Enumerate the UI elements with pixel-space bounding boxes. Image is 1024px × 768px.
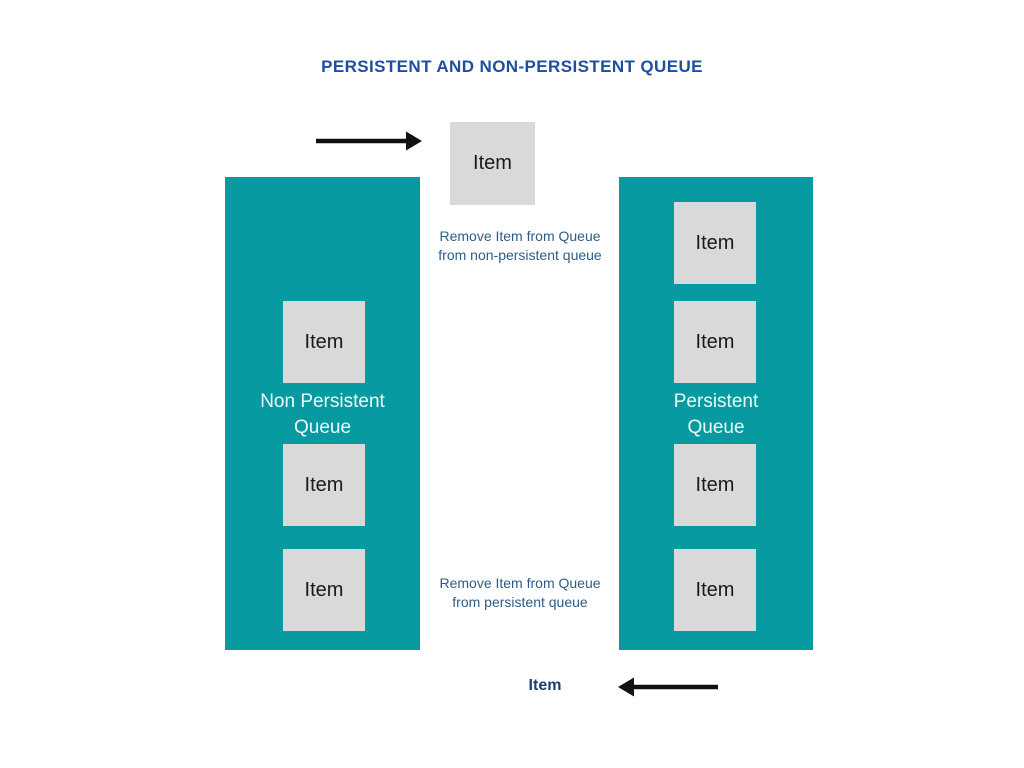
arrow-left-icon — [618, 674, 718, 705]
queue-item: Item — [674, 301, 756, 383]
queue-label-line: Queue — [687, 417, 745, 438]
arrow-right-icon — [316, 128, 422, 159]
queue-item: Item — [283, 549, 365, 631]
incoming-item-box: Item — [450, 122, 535, 205]
persistent-queue: Item Item Persistent Queue Item Item — [619, 177, 813, 650]
annotation-remove-non-persistent: Remove Item from Queue from non-persiste… — [410, 227, 630, 264]
persistent-queue-label: Persistent Queue — [619, 389, 813, 441]
queue-item: Item — [674, 549, 756, 631]
queue-item: Item — [674, 202, 756, 284]
queue-label-line: Persistent — [673, 391, 759, 412]
non-persistent-queue: Item Non Persistent Queue Item Item — [225, 177, 420, 650]
queue-item: Item — [674, 444, 756, 526]
queue-item: Item — [283, 444, 365, 526]
annotation-line: from persistent queue — [452, 593, 588, 610]
annotation-line: Remove Item from Queue — [439, 575, 601, 591]
annotation-line: from non-persistent queue — [438, 246, 602, 263]
annotation-remove-persistent: Remove Item from Queue from persistent q… — [410, 574, 630, 611]
annotation-line: Remove Item from Queue — [439, 228, 601, 244]
queue-label-line: Non Persistent — [260, 391, 385, 412]
diagram-title: PERSISTENT AND NON-PERSISTENT QUEUE — [321, 57, 703, 76]
queue-label-line: Queue — [293, 417, 352, 438]
queue-item: Item — [283, 301, 365, 383]
non-persistent-queue-label: Non Persistent Queue — [225, 389, 420, 441]
outgoing-item-label: Item — [528, 677, 562, 694]
